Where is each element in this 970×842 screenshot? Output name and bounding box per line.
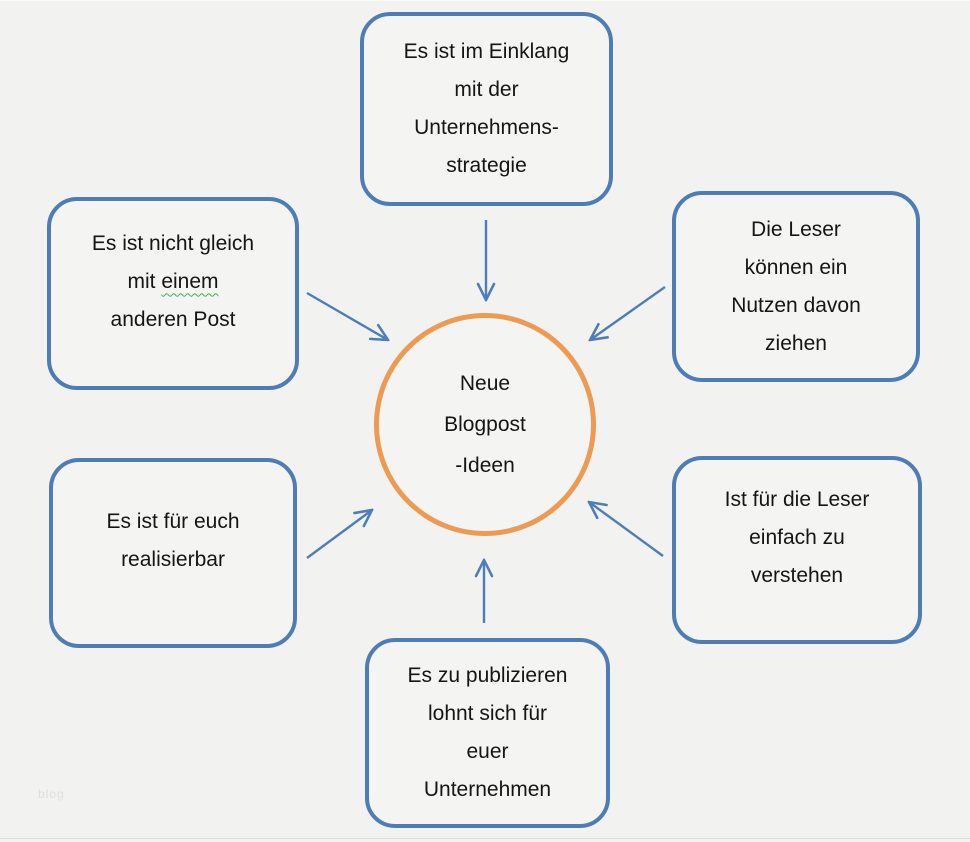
box-bottom-left-text: Es ist für euch realisierbar bbox=[53, 503, 293, 579]
box-top-left-text: Es ist nicht gleich mit einem anderen Po… bbox=[51, 225, 295, 339]
circle-line: Neue bbox=[459, 372, 511, 395]
box-line: Nutzen davon bbox=[731, 293, 861, 317]
box-line: einfach zu bbox=[749, 526, 845, 549]
box-line: lohnt sich für bbox=[427, 702, 548, 725]
bottom-divider bbox=[0, 838, 970, 839]
watermark: blog bbox=[38, 787, 65, 801]
box-bottom-right: Ist für die Leser einfach zu verstehen bbox=[672, 456, 922, 644]
box-line-fragment: mit bbox=[127, 269, 162, 293]
box-top: Es ist im Einklang mit der Unternehmens-… bbox=[360, 12, 613, 206]
box-line: Unternehmen bbox=[423, 778, 552, 801]
box-line: Ist für die Leser bbox=[724, 488, 870, 511]
arrow-bottom-left-to-center bbox=[306, 510, 372, 559]
box-top-right: Die Leser können ein Nutzen davon ziehen bbox=[672, 191, 920, 382]
arrow-top-right-to-center bbox=[590, 286, 666, 340]
box-top-left: Es ist nicht gleich mit einem anderen Po… bbox=[47, 197, 299, 390]
box-line: euer bbox=[466, 740, 509, 763]
center-circle: Neue Blogpost -Ideen bbox=[374, 313, 596, 536]
box-bottom-right-text: Ist für die Leser einfach zu verstehen bbox=[676, 481, 918, 595]
circle-line: -Ideen bbox=[455, 454, 515, 477]
spellcheck-squiggle-word: einem bbox=[161, 269, 219, 293]
box-line: verstehen bbox=[750, 564, 844, 587]
circle-line: Blogpost bbox=[444, 413, 526, 436]
box-line: Unternehmens- bbox=[414, 116, 559, 139]
box-line: mit einem bbox=[51, 263, 295, 301]
box-top-text: Es ist im Einklang mit der Unternehmens-… bbox=[364, 33, 609, 185]
box-line: Es ist im Einklang bbox=[403, 40, 570, 63]
box-line: können ein bbox=[744, 255, 848, 279]
box-top-right-text: Die Leser können ein Nutzen davon ziehen bbox=[676, 211, 916, 363]
box-line: anderen Post bbox=[110, 307, 236, 331]
box-line: ziehen bbox=[765, 331, 827, 355]
box-bottom: Es zu publizieren lohnt sich für euer Un… bbox=[365, 638, 610, 828]
arrow-top-left-to-center bbox=[306, 291, 388, 340]
box-bottom-left: Es ist für euch realisierbar bbox=[49, 458, 297, 648]
box-line: strategie bbox=[446, 154, 527, 177]
box-line: realisierbar bbox=[121, 548, 225, 571]
box-line: Die Leser bbox=[751, 217, 841, 241]
center-circle-text: Neue Blogpost -Ideen bbox=[444, 363, 526, 486]
box-bottom-text: Es zu publizieren lohnt sich für euer Un… bbox=[369, 657, 606, 809]
box-line: Es ist für euch bbox=[106, 510, 240, 533]
arrow-bottom-right-to-center bbox=[589, 502, 664, 557]
box-line: Es ist nicht gleich bbox=[91, 231, 255, 255]
box-line: mit der bbox=[454, 78, 519, 101]
box-line: Es zu publizieren bbox=[407, 664, 568, 687]
